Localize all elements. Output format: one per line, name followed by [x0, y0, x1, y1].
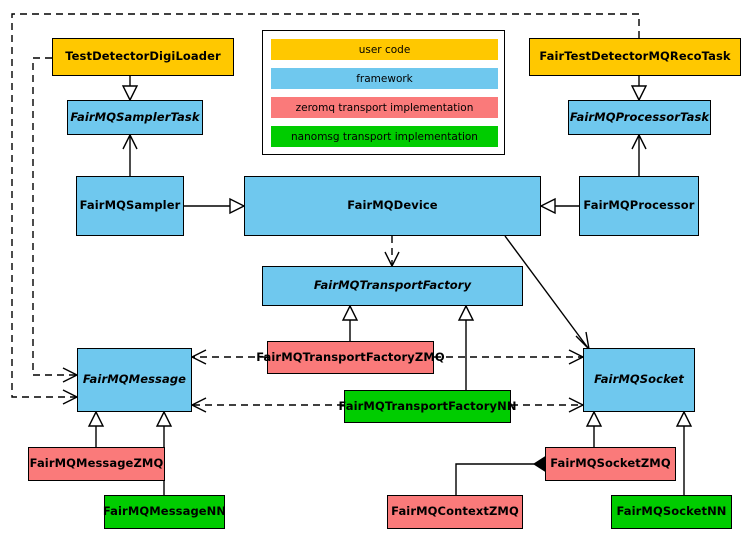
class-box-fairmqsamplertask[interactable]: FairMQSamplerTask — [67, 100, 203, 135]
class-label: FairMQMessageNN — [102, 504, 227, 519]
class-label: FairMQSocketNN — [616, 504, 727, 519]
legend-item-framework: framework — [271, 68, 498, 89]
class-box-fairmqsampler[interactable]: FairMQSampler — [76, 176, 184, 236]
class-label: FairMQProcessor — [583, 198, 695, 213]
legend-label-user-code: user code — [358, 43, 411, 56]
class-box-fairmqdevice[interactable]: FairMQDevice — [244, 176, 541, 236]
legend-label-zeromq: zeromq transport implementation — [295, 101, 474, 114]
legend-label-framework: framework — [356, 72, 413, 85]
legend-panel: user code framework zeromq transport imp… — [262, 30, 505, 155]
class-box-fairmqsocketnn[interactable]: FairMQSocketNN — [611, 495, 732, 529]
class-box-fairmqcontextzmq[interactable]: FairMQContextZMQ — [387, 495, 523, 529]
class-box-fairmqsocketzmq[interactable]: FairMQSocketZMQ — [545, 447, 676, 481]
legend-item-nanomsg: nanomsg transport implementation — [271, 126, 498, 147]
class-box-fairmqprocessor[interactable]: FairMQProcessor — [579, 176, 699, 236]
class-label: FairMQSocketZMQ — [550, 456, 671, 471]
class-box-fairmqmessagenn[interactable]: FairMQMessageNN — [102, 495, 227, 529]
class-label: FairTestDetectorMQRecoTask — [539, 49, 731, 64]
class-label: TestDetectorDigiLoader — [65, 49, 221, 64]
class-label: FairMQTransportFactoryZMQ — [256, 349, 445, 364]
class-box-fairmqmessage[interactable]: FairMQMessage — [77, 348, 192, 412]
class-box-fairmqsocket[interactable]: FairMQSocket — [583, 348, 695, 412]
class-box-fairmqtransportfactorynn[interactable]: FairMQTransportFactoryNN — [338, 390, 516, 423]
class-label: FairMQMessage — [82, 372, 187, 387]
class-box-fairtestdetectormqrecotask[interactable]: FairTestDetectorMQRecoTask — [529, 38, 741, 76]
class-box-fairmqprocessortask[interactable]: FairMQProcessorTask — [568, 100, 711, 135]
class-box-fairmqtransportfactoryzmq[interactable]: FairMQTransportFactoryZMQ — [256, 341, 445, 374]
class-label: FairMQSocket — [594, 372, 684, 387]
class-label: FairMQTransportFactory — [313, 278, 472, 293]
class-box-testdetectordigiloader[interactable]: TestDetectorDigiLoader — [52, 38, 234, 76]
class-label: FairMQTransportFactoryNN — [338, 398, 517, 413]
class-box-fairmqtransportfactory[interactable]: FairMQTransportFactory — [262, 266, 523, 306]
legend-label-nanomsg: nanomsg transport implementation — [291, 130, 478, 143]
class-label: FairMQSampler — [79, 198, 181, 213]
class-label: FairMQContextZMQ — [391, 504, 519, 519]
class-label: FairMQSamplerTask — [70, 109, 200, 124]
legend-item-zeromq: zeromq transport implementation — [271, 97, 498, 118]
class-box-fairmqmessagezmq[interactable]: FairMQMessageZMQ — [28, 447, 165, 481]
legend-item-user-code: user code — [271, 39, 498, 60]
class-label: FairMQMessageZMQ — [29, 456, 164, 471]
class-label: FairMQDevice — [347, 198, 438, 213]
class-label: FairMQProcessorTask — [569, 109, 710, 124]
